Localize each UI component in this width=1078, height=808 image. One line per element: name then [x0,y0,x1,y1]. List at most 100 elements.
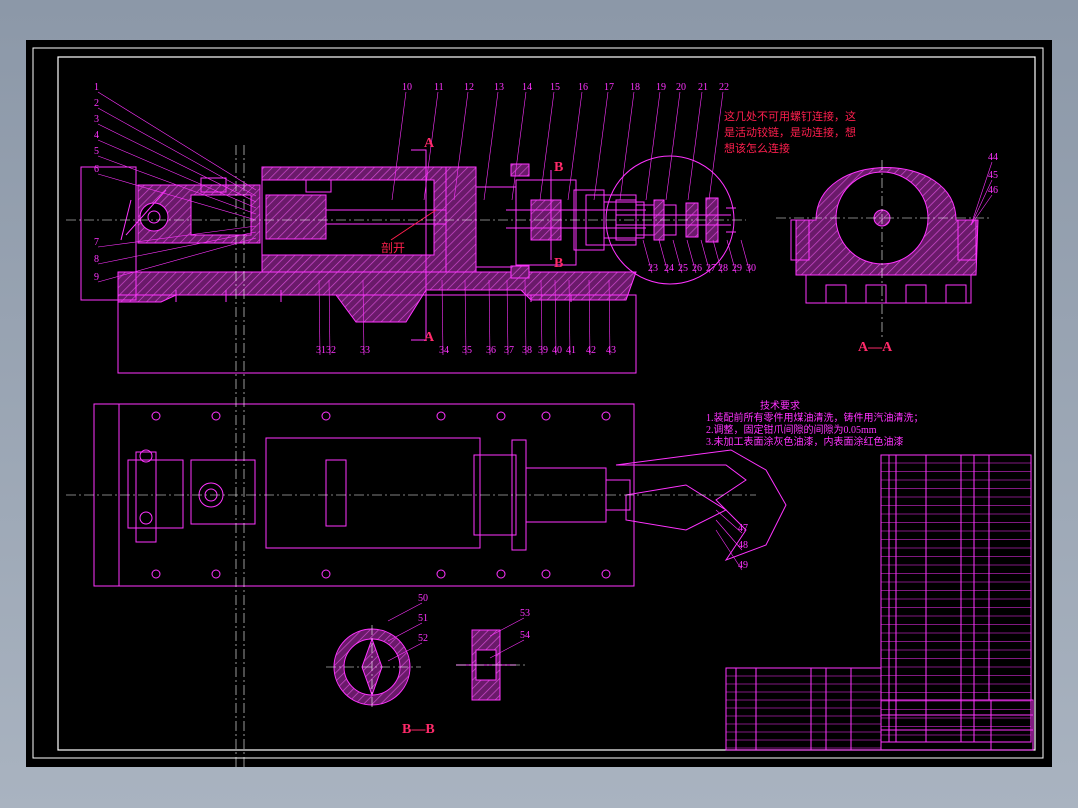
leader-line-25 [672,239,683,274]
leader-36: 36 [486,345,496,356]
leader-line-52 [387,642,423,662]
leader-37: 37 [504,345,514,356]
section-mark-b-bottom: B [554,256,564,271]
outer-frame [32,47,1044,759]
leader-line-19 [645,91,661,201]
leader-line-43 [608,279,611,356]
leader-25: 25 [678,263,688,274]
section-label-aa: A—A [858,340,893,355]
leader-line-17 [593,91,609,201]
section-mark-a-bottom: A [424,330,435,345]
leader-line-8 [97,231,257,265]
parts-list [725,454,1034,751]
leader-44: 44 [988,152,998,163]
center-lines [66,145,991,767]
leader-line-2 [97,107,257,197]
leader-line-38 [524,279,527,356]
leader-line-30 [740,239,751,274]
leader-28: 28 [718,263,728,274]
leader-33: 33 [360,345,370,356]
leader-47: 47 [738,523,748,534]
leader-52: 52 [418,633,428,644]
leader-line-29 [726,239,737,274]
annotation-line-1: 这几处不可用螺钉连接，这 [724,111,856,123]
leader-line-49 [715,529,743,571]
leader-line-26 [686,239,697,274]
leader-9: 9 [94,272,99,283]
leader-17: 17 [604,82,614,93]
leader-39: 39 [538,345,548,356]
leader-line-11 [423,91,439,201]
leader-line-1 [97,91,257,191]
leader-line-28 [712,239,723,274]
leader-12: 12 [464,82,474,93]
leader-23: 23 [648,263,658,274]
leader-43: 43 [606,345,616,356]
leader-line-31 [318,279,321,356]
leader-line-15 [539,91,555,201]
leader-29: 29 [732,263,742,274]
leader-42: 42 [586,345,596,356]
leader-line-9 [97,237,257,283]
leader-line-41 [568,279,571,356]
leader-line-12 [453,91,469,201]
leader-49: 49 [738,560,748,571]
leader-45: 45 [988,170,998,181]
leader-line-35 [464,279,467,356]
leader-line-44 [970,161,993,226]
leader-26: 26 [692,263,702,274]
leader-line-47 [715,509,743,534]
leader-line-40 [554,279,557,356]
leader-38: 38 [522,345,532,356]
annotation-line-2: 是活动铰链，是动连接，想 [724,127,856,139]
leader-line-45 [970,179,993,226]
leader-line-20 [665,91,681,201]
inner-frame [57,56,1036,751]
leader-53: 53 [520,608,530,619]
leader-line-54 [489,639,525,659]
leader-18: 18 [630,82,640,93]
leader-line-37 [506,279,509,356]
leader-line-24 [658,239,669,274]
leader-line-50 [387,602,423,622]
leader-13: 13 [494,82,504,93]
leader-line-4 [97,139,257,209]
leader-50: 50 [418,593,428,604]
leader-line-22 [708,91,724,201]
tech-requirements-title: 技术要求 [760,401,800,412]
leader-line-51 [387,622,423,642]
section-mark-a-top: A [424,136,435,151]
leader-line-23 [642,239,653,274]
leader-line-32 [328,279,331,356]
leader-7: 7 [94,237,99,248]
leader-14: 14 [522,82,532,93]
leader-line-27 [700,239,711,274]
leader-51: 51 [418,613,428,624]
leader-19: 19 [656,82,666,93]
leader-22: 22 [719,82,729,93]
leader-line-10 [391,91,407,201]
leader-10: 10 [402,82,412,93]
leader-3: 3 [94,114,99,125]
leader-line-21 [687,91,703,201]
leader-line-48 [715,519,743,551]
leader-line-34 [441,279,444,356]
leader-line-5 [97,155,257,215]
leader-24: 24 [664,263,674,274]
leader-2: 2 [94,98,99,109]
leader-line-42 [588,279,591,356]
leader-line-36 [488,279,491,356]
leader-6: 6 [94,164,99,175]
leader-30: 30 [746,263,756,274]
tech-note-1: 1.装配前所有零件用煤油清洗，铸件用汽油清洗； [706,413,924,424]
leader-line-3 [97,123,257,203]
aa-section-view [790,167,979,304]
annotation-line-3: 想该怎么连接 [724,143,790,155]
cad-drawing: 1011121314151617181920212212345678931323… [32,47,1044,767]
leader-line-16 [567,91,583,201]
tech-note-2: 2.调整，固定钳爪间隙的间隙为0.05mm [706,425,877,436]
leader-31: 31 [316,345,326,356]
leader-line-13 [483,91,499,201]
